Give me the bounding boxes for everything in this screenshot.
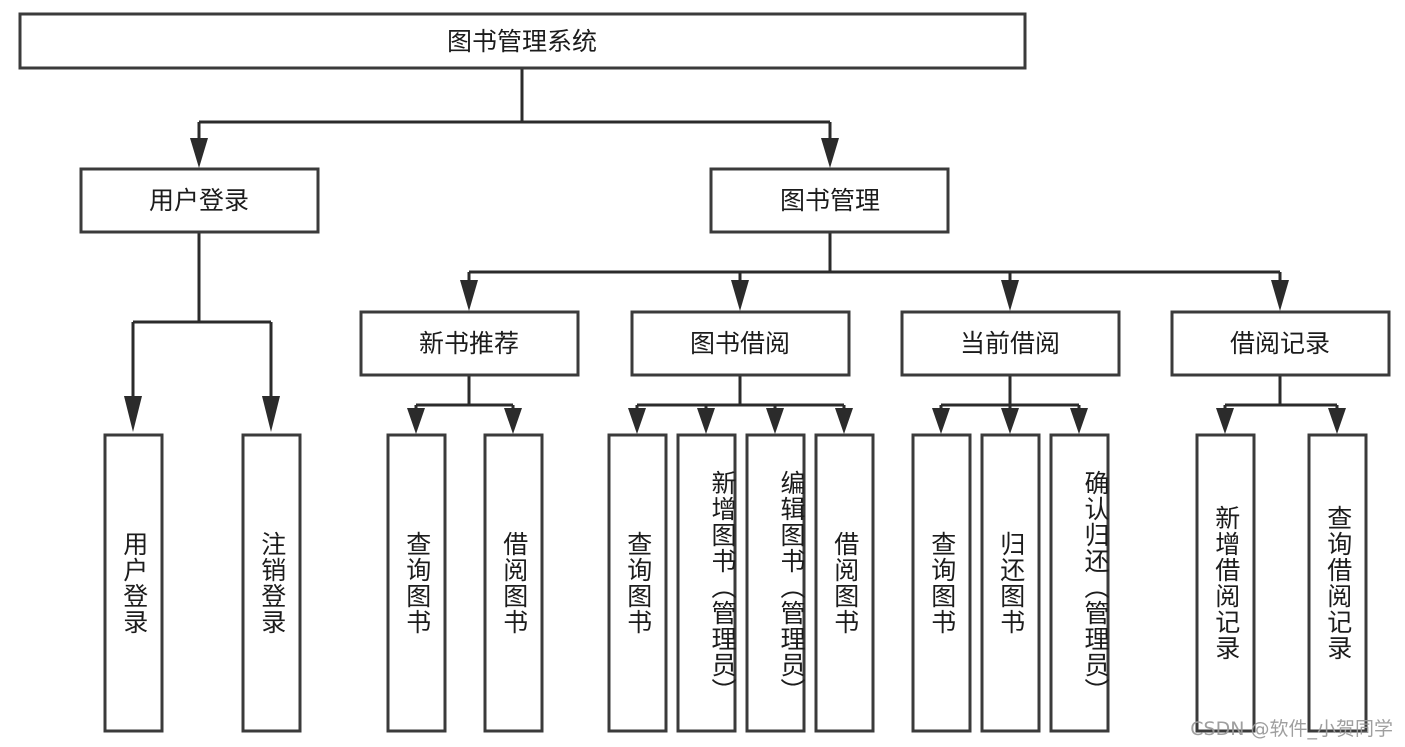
node-leaf-new-book-2[interactable] [483, 433, 544, 733]
node-user-login[interactable] [79, 167, 320, 234]
node-leaf-borrow-record-2[interactable] [1307, 433, 1368, 733]
node-user-login-label: 用户登录 [149, 186, 249, 215]
node-borrow-record-label: 借阅记录 [1230, 329, 1330, 358]
node-leaf-current-borrow-3[interactable] [1049, 433, 1110, 733]
arrow-head-record-leaf-2 [1328, 408, 1346, 434]
arrow-head-book-manage [821, 138, 839, 168]
node-leaf-user-login-1[interactable] [103, 433, 164, 733]
arrow-head-borrow-leaf-1 [628, 408, 646, 434]
arrow-head-current-leaf-3 [1070, 408, 1088, 434]
arrow-head-login-leaf-2 [262, 396, 280, 432]
node-root[interactable] [18, 12, 1027, 70]
arrow-head-current-leaf-2 [1001, 408, 1019, 434]
arrow-head-borrow-record [1271, 280, 1289, 311]
node-leaf-new-book-1[interactable] [386, 433, 447, 733]
arrow-head-current-leaf-1 [932, 408, 950, 434]
connector-layer [124, 68, 1346, 434]
node-book-borrow-label: 图书借阅 [690, 329, 790, 358]
node-new-book-recommend-label: 新书推荐 [419, 329, 519, 358]
node-leaf-current-borrow-2[interactable] [980, 433, 1041, 733]
arrow-head-record-leaf-1 [1216, 408, 1234, 434]
node-leaf-user-login-2[interactable] [241, 433, 302, 733]
arrow-head-newbook-leaf-2 [504, 408, 522, 434]
node-leaf-book-borrow-1[interactable] [607, 433, 668, 733]
arrow-head-book-borrow [731, 280, 749, 311]
node-root-label: 图书管理系统 [447, 27, 597, 56]
arrow-head-borrow-leaf-2 [697, 408, 715, 434]
arrow-head-current-borrow [1001, 280, 1019, 311]
csdn-watermark: CSDN @软件_小贺同学 [1190, 718, 1393, 740]
node-book-manage[interactable] [709, 167, 950, 234]
arrow-head-user-login [190, 138, 208, 168]
node-book-manage-label: 图书管理 [780, 186, 880, 215]
node-layer: 图书管理系统 用户登录 图书管理 新书推荐 图书借阅 当前借阅 借阅记录 [18, 12, 1391, 733]
node-leaf-borrow-record-1[interactable] [1195, 433, 1256, 733]
node-leaf-book-borrow-4[interactable] [814, 433, 875, 733]
arrow-head-newbook-leaf-1 [407, 408, 425, 434]
node-book-borrow[interactable] [630, 310, 851, 377]
node-new-book-recommend[interactable] [359, 310, 580, 377]
arrow-head-borrow-leaf-4 [835, 408, 853, 434]
arrow-head-new-book [460, 280, 478, 311]
node-current-borrow-label: 当前借阅 [960, 329, 1060, 358]
node-leaf-book-borrow-2[interactable] [676, 433, 737, 733]
node-current-borrow[interactable] [900, 310, 1121, 377]
node-borrow-record[interactable] [1170, 310, 1391, 377]
node-leaf-book-borrow-3[interactable] [745, 433, 806, 733]
arrow-head-borrow-leaf-3 [766, 408, 784, 434]
node-leaf-current-borrow-1[interactable] [911, 433, 972, 733]
arrow-head-login-leaf-1 [124, 396, 142, 432]
